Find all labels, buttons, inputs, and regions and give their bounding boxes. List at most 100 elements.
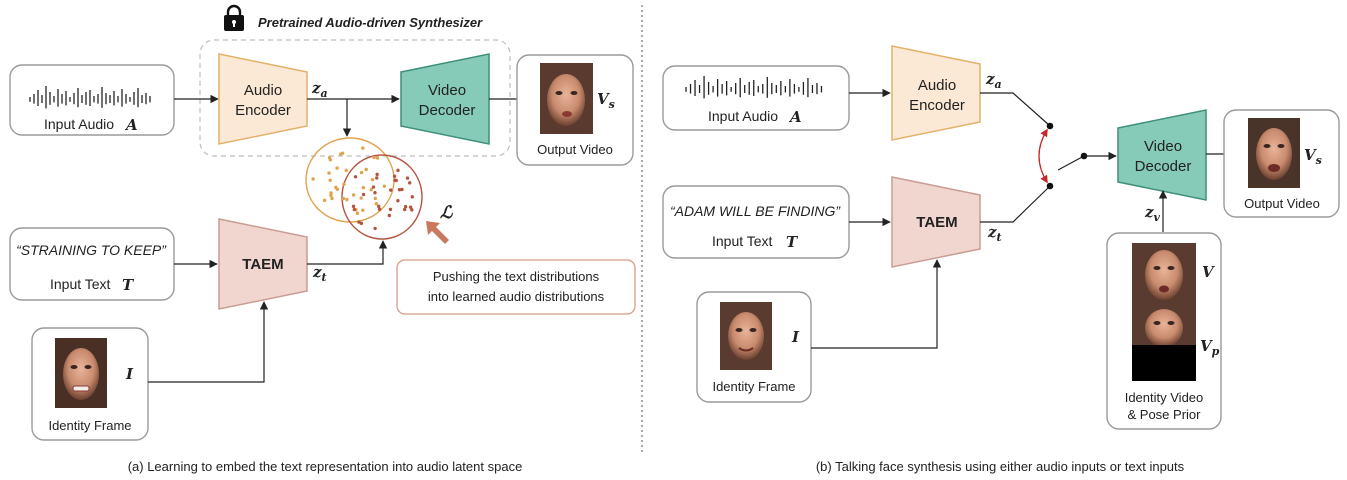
distribution-point [410,195,415,199]
distribution-point [327,171,331,175]
identity-video-label-2: & Pose Prior [1128,407,1202,422]
input-audio-label-b: Input Audio [708,108,778,124]
distribution-point [341,196,346,201]
identity-video-symbol: V [1202,263,1215,281]
distribution-point [387,213,392,218]
distribution-point [397,188,402,192]
distribution-point [327,155,332,160]
distribution-point [394,178,398,183]
distribution-point [322,198,327,203]
distribution-point [351,193,356,197]
identity-frame-label: Identity Frame [48,418,131,433]
distribution-point [359,221,364,226]
identity-face-image [55,338,107,408]
distribution-point [373,196,377,201]
distribution-point [408,181,412,185]
lock-icon [224,4,244,31]
taem-block-b [891,176,981,268]
distribution-point [353,175,358,179]
audio-encoder-block [218,53,308,145]
output-video-label: Output Video [537,142,613,157]
identity-frame-label-b: Identity Frame [712,379,795,394]
distribution-point [352,207,356,212]
pose-prior-masked-region [1132,345,1196,381]
distribution-point [311,177,315,181]
distribution-point [361,146,365,150]
input-text-label: Input Text [50,276,111,292]
distribution-point [372,155,376,160]
identity-to-taem-arrow [148,301,269,383]
distribution-point [351,204,356,209]
output-face-image-b [1248,118,1300,188]
switch-arc [1038,128,1048,184]
panel-b: Input Audio A Audio Encoder za “ADAM WIL… [662,45,1340,474]
distribution-point [344,168,348,173]
identity-video-frame-2 [1132,307,1196,347]
distribution-point [373,226,377,231]
distribution-point [389,188,393,192]
identity-symbol-b: I [791,328,800,346]
latent-video-label: zv [1144,203,1161,224]
taem-label-b: TAEM [916,214,957,231]
audio-encoder-label-1: Audio [244,82,282,99]
distribution-point [342,182,346,186]
panel-a: Pretrained Audio-driven Synthesizer Inpu… [9,4,636,474]
distribution-point [405,176,410,180]
input-audio-box [9,64,175,136]
video-decoder-label-2: Decoder [419,102,476,119]
za-to-switch-line [980,92,1050,126]
switch-node-text [1046,182,1054,190]
output-face-image [540,63,593,134]
distribution-point [382,184,387,188]
text-distribution-ellipse [341,154,423,240]
input-text-symbol: T [122,276,135,294]
distribution-point [375,176,379,180]
output-video-label-b: Output Video [1244,196,1320,211]
distribution-point [359,170,364,175]
video-decoder-block [400,53,490,145]
input-text-quote: “STRAINING TO KEEP” [16,242,167,258]
output-symbol: Vs [597,90,615,111]
distribution-point [328,178,332,183]
input-text-label-b: Input Text [712,233,773,249]
distribution-point [371,185,376,189]
push-note-box [396,259,636,315]
audio-encoder-label-1-b: Audio [918,77,956,94]
output-symbol-b: Vs [1304,146,1322,167]
distribution-point [330,196,334,201]
distribution-point [392,174,397,178]
distribution-point [375,172,379,177]
input-audio-symbol-b: A [788,108,802,126]
distribution-point [364,167,368,172]
distribution-point [334,185,338,190]
distribution-point [370,177,375,182]
input-text-quote-b: “ADAM WILL BE FINDING” [670,203,841,219]
distribution-point [400,187,404,192]
distribution-point [388,207,393,212]
loss-arrow [426,221,449,244]
video-decoder-block-b [1117,109,1207,201]
switch-node-audio [1046,122,1054,130]
distribution-point [369,187,373,192]
input-audio-box-b [662,65,850,131]
waveform-icon-b [685,76,823,99]
distribution-point [375,156,380,160]
pretrained-label: Pretrained Audio-driven Synthesizer [258,15,483,30]
pose-symbol: Vp [1200,337,1220,358]
latent-distributions [305,137,423,240]
waveform-icon [29,86,151,109]
audio-encoder-block-b [891,45,981,141]
distribution-point [345,197,349,202]
audio-encoder-label-2: Encoder [235,102,291,119]
distribution-point [357,220,361,224]
switch-lever [1057,155,1085,171]
distribution-point [410,208,414,212]
identity-to-taem-arrow-b [811,259,942,349]
distribution-point [396,199,400,203]
latent-audio-label: za [311,79,328,100]
caption-a: (a) Learning to embed the text represent… [128,459,523,474]
distribution-point [355,211,360,215]
taem-label: TAEM [242,256,283,273]
distribution-point [359,196,363,200]
